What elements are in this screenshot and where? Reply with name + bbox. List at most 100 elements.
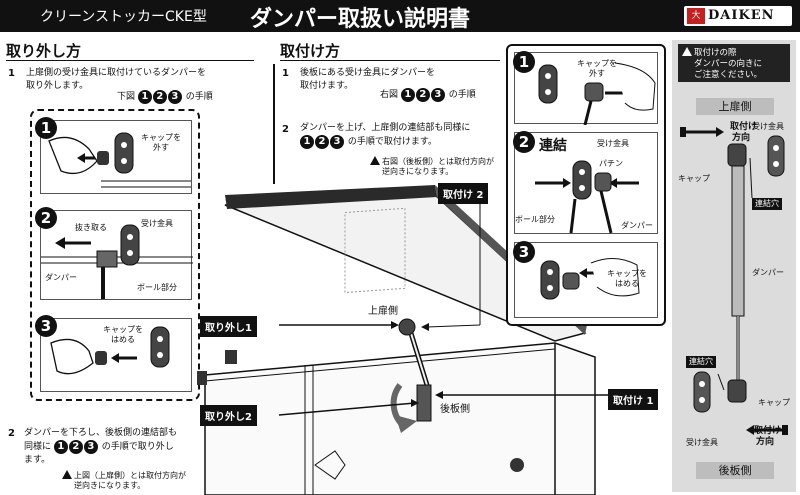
click-sound-label: パチン	[599, 159, 623, 168]
removal-step1-ref-a: 下図	[117, 92, 136, 102]
removal-heading: 取り外し方	[6, 42, 82, 60]
install-step2-line-a: ダンパーを上げ、上扉側の連結部も同様に	[300, 123, 471, 133]
tag-remove-2: 取り外し2	[200, 405, 257, 426]
install-step2-note-b: 逆向きになります。	[382, 167, 454, 176]
removal-panel-3-label-b: はめる	[111, 335, 135, 344]
install-step2-note: 右図（後板側）とは取付方向が 逆向きになります。	[370, 156, 494, 177]
sidebar-hole-top: 連結穴	[752, 198, 782, 210]
install-step1-ref-a: 右図	[380, 90, 399, 100]
install-panel-3: 3 キャップを はめる	[513, 241, 658, 318]
damper-label: ダンパー	[45, 273, 77, 282]
sidebar-dir-bottom-b: 方向	[756, 437, 775, 447]
brand-logo: 大 DAIKEN	[684, 6, 792, 26]
circle-3: 3	[167, 90, 182, 104]
circle-1: 1	[400, 88, 415, 102]
sidebar-damper-label: ダンパー	[752, 268, 784, 277]
cap-attach-illustration	[50, 326, 170, 375]
sidebar-dir-top-b: 方向	[732, 133, 751, 143]
install-panel-1-number: 1	[513, 51, 535, 73]
install-panel-1-label-b: 外す	[589, 69, 605, 78]
orientation-note-b: ダンパーの向きに	[694, 59, 763, 69]
back-side-label: 後板側	[440, 404, 470, 415]
install-panel-3-label-b: はめる	[615, 279, 639, 288]
removal-step1-text: 上扉側の受け金具に取付けているダンパーを 取り外します。	[26, 67, 266, 93]
sidebar-bottom-label: 後板側	[696, 462, 774, 479]
connect-illustration	[535, 160, 639, 234]
removal-step1-line-a: 上扉側の受け金具に取付けているダンパーを	[26, 68, 207, 78]
sidebar-cap-top: キャップ	[678, 174, 710, 183]
circle-1: 1	[300, 135, 314, 149]
model-name: クリーンストッカーCKE型	[40, 9, 207, 25]
warning-icon	[370, 156, 380, 165]
install-side-rule	[273, 64, 275, 184]
removal-step1-number: 1	[8, 68, 15, 79]
sidebar-bracket-bottom: 受け金具	[686, 438, 718, 447]
install-step1-line-a: 後板にある受け金具にダンパーを	[300, 68, 436, 78]
install-panel-2-number: 2	[513, 131, 535, 153]
install-step2-line-b-b: の手順で取付けます。	[347, 137, 437, 147]
cap-removal-illustration	[48, 132, 191, 188]
bracket-label: 受け金具	[141, 219, 173, 228]
page-title: ダンパー取扱い説明書	[250, 7, 471, 32]
install-ball-label: ボール部分	[515, 215, 555, 224]
install-panel-3-label-a: キャップを	[607, 269, 647, 278]
orientation-note-c: ご注意ください。	[694, 70, 763, 80]
removal-step2-note-b: 逆向きになります。	[74, 481, 146, 490]
install-heading-rule	[280, 60, 500, 61]
brand-mark-icon: 大	[687, 8, 705, 24]
removal-step2-line-c: ます。	[24, 455, 51, 465]
install-panel-1: 1 キャップを 外す	[513, 51, 658, 125]
removal-heading-rule	[6, 60, 254, 61]
removal-step2-note: 上図（上扉側）とは取付方向が 逆向きになります。	[62, 470, 186, 491]
circle-2: 2	[68, 440, 83, 454]
removal-panel-1-label: キャップを 外す	[141, 133, 181, 153]
circle-3: 3	[430, 88, 445, 102]
install-cap-attach-illustration	[540, 258, 640, 300]
removal-panel-3-number: 3	[35, 315, 57, 337]
install-panel-3-number: 3	[513, 241, 535, 263]
circle-1: 1	[53, 440, 68, 454]
install-heading: 取付け方	[280, 42, 341, 60]
install-panel-1-label: キャップを 外す	[577, 59, 617, 79]
removal-panel-1-label-b: 外す	[153, 143, 169, 152]
removal-panel-1-number: 1	[35, 117, 57, 139]
removal-steps-box	[30, 109, 200, 401]
removal-panel-1: 1 キャップを 外す	[35, 117, 192, 194]
install-panel-3-label: キャップを はめる	[607, 269, 647, 289]
circle-2: 2	[415, 88, 430, 102]
sidebar-dir-bottom-a: 取付け	[754, 426, 782, 436]
circle-2: 2	[315, 135, 329, 149]
removal-step2-line-a: ダンパーを下ろし、後板側の連結部も	[24, 428, 178, 438]
removal-panel-2: 2 抜き取る 受け金具 ダンパー ボール部分	[35, 207, 193, 300]
removal-step2-number: 2	[8, 428, 15, 439]
damper-orientation-diagram	[680, 127, 788, 435]
sidebar-hole-bottom: 連結穴	[686, 356, 716, 368]
removal-step2-line-b-a: 同様に	[24, 442, 52, 452]
circle-3: 3	[330, 135, 344, 149]
install-step2-note-a: 右図（後板側）とは取付方向が	[382, 157, 494, 166]
orientation-note-a: 取付けの際	[694, 48, 737, 58]
tag-install-1: 取付け 1	[608, 389, 659, 410]
ball-part-label: ボール部分	[137, 283, 177, 292]
circle-3: 3	[83, 440, 98, 454]
upper-side-label: 上扉側	[368, 306, 398, 317]
sidebar-top-label: 上扉側	[696, 98, 774, 115]
install-step1-ref-b: の手順	[448, 90, 476, 100]
install-cap-removal-illustration	[538, 62, 656, 125]
tag-remove-1: 取り外し1	[200, 316, 257, 337]
sidebar-bracket-top: 受け金具	[752, 122, 784, 131]
orientation-note: 取付けの際 ダンパーの向きに ご注意ください。	[678, 44, 790, 82]
removal-step2-line-b-c: の手順で取り外し	[101, 442, 174, 452]
sidebar-dir-top-a: 取付け	[730, 122, 758, 132]
tag-install-2: 取付け 2	[438, 183, 489, 204]
removal-panel-3: 3 キャップを はめる	[35, 315, 192, 392]
connect-title: 連結	[539, 138, 567, 154]
install-damper-label: ダンパー	[621, 221, 653, 230]
removal-step1-ref-b: の手順	[185, 92, 213, 102]
